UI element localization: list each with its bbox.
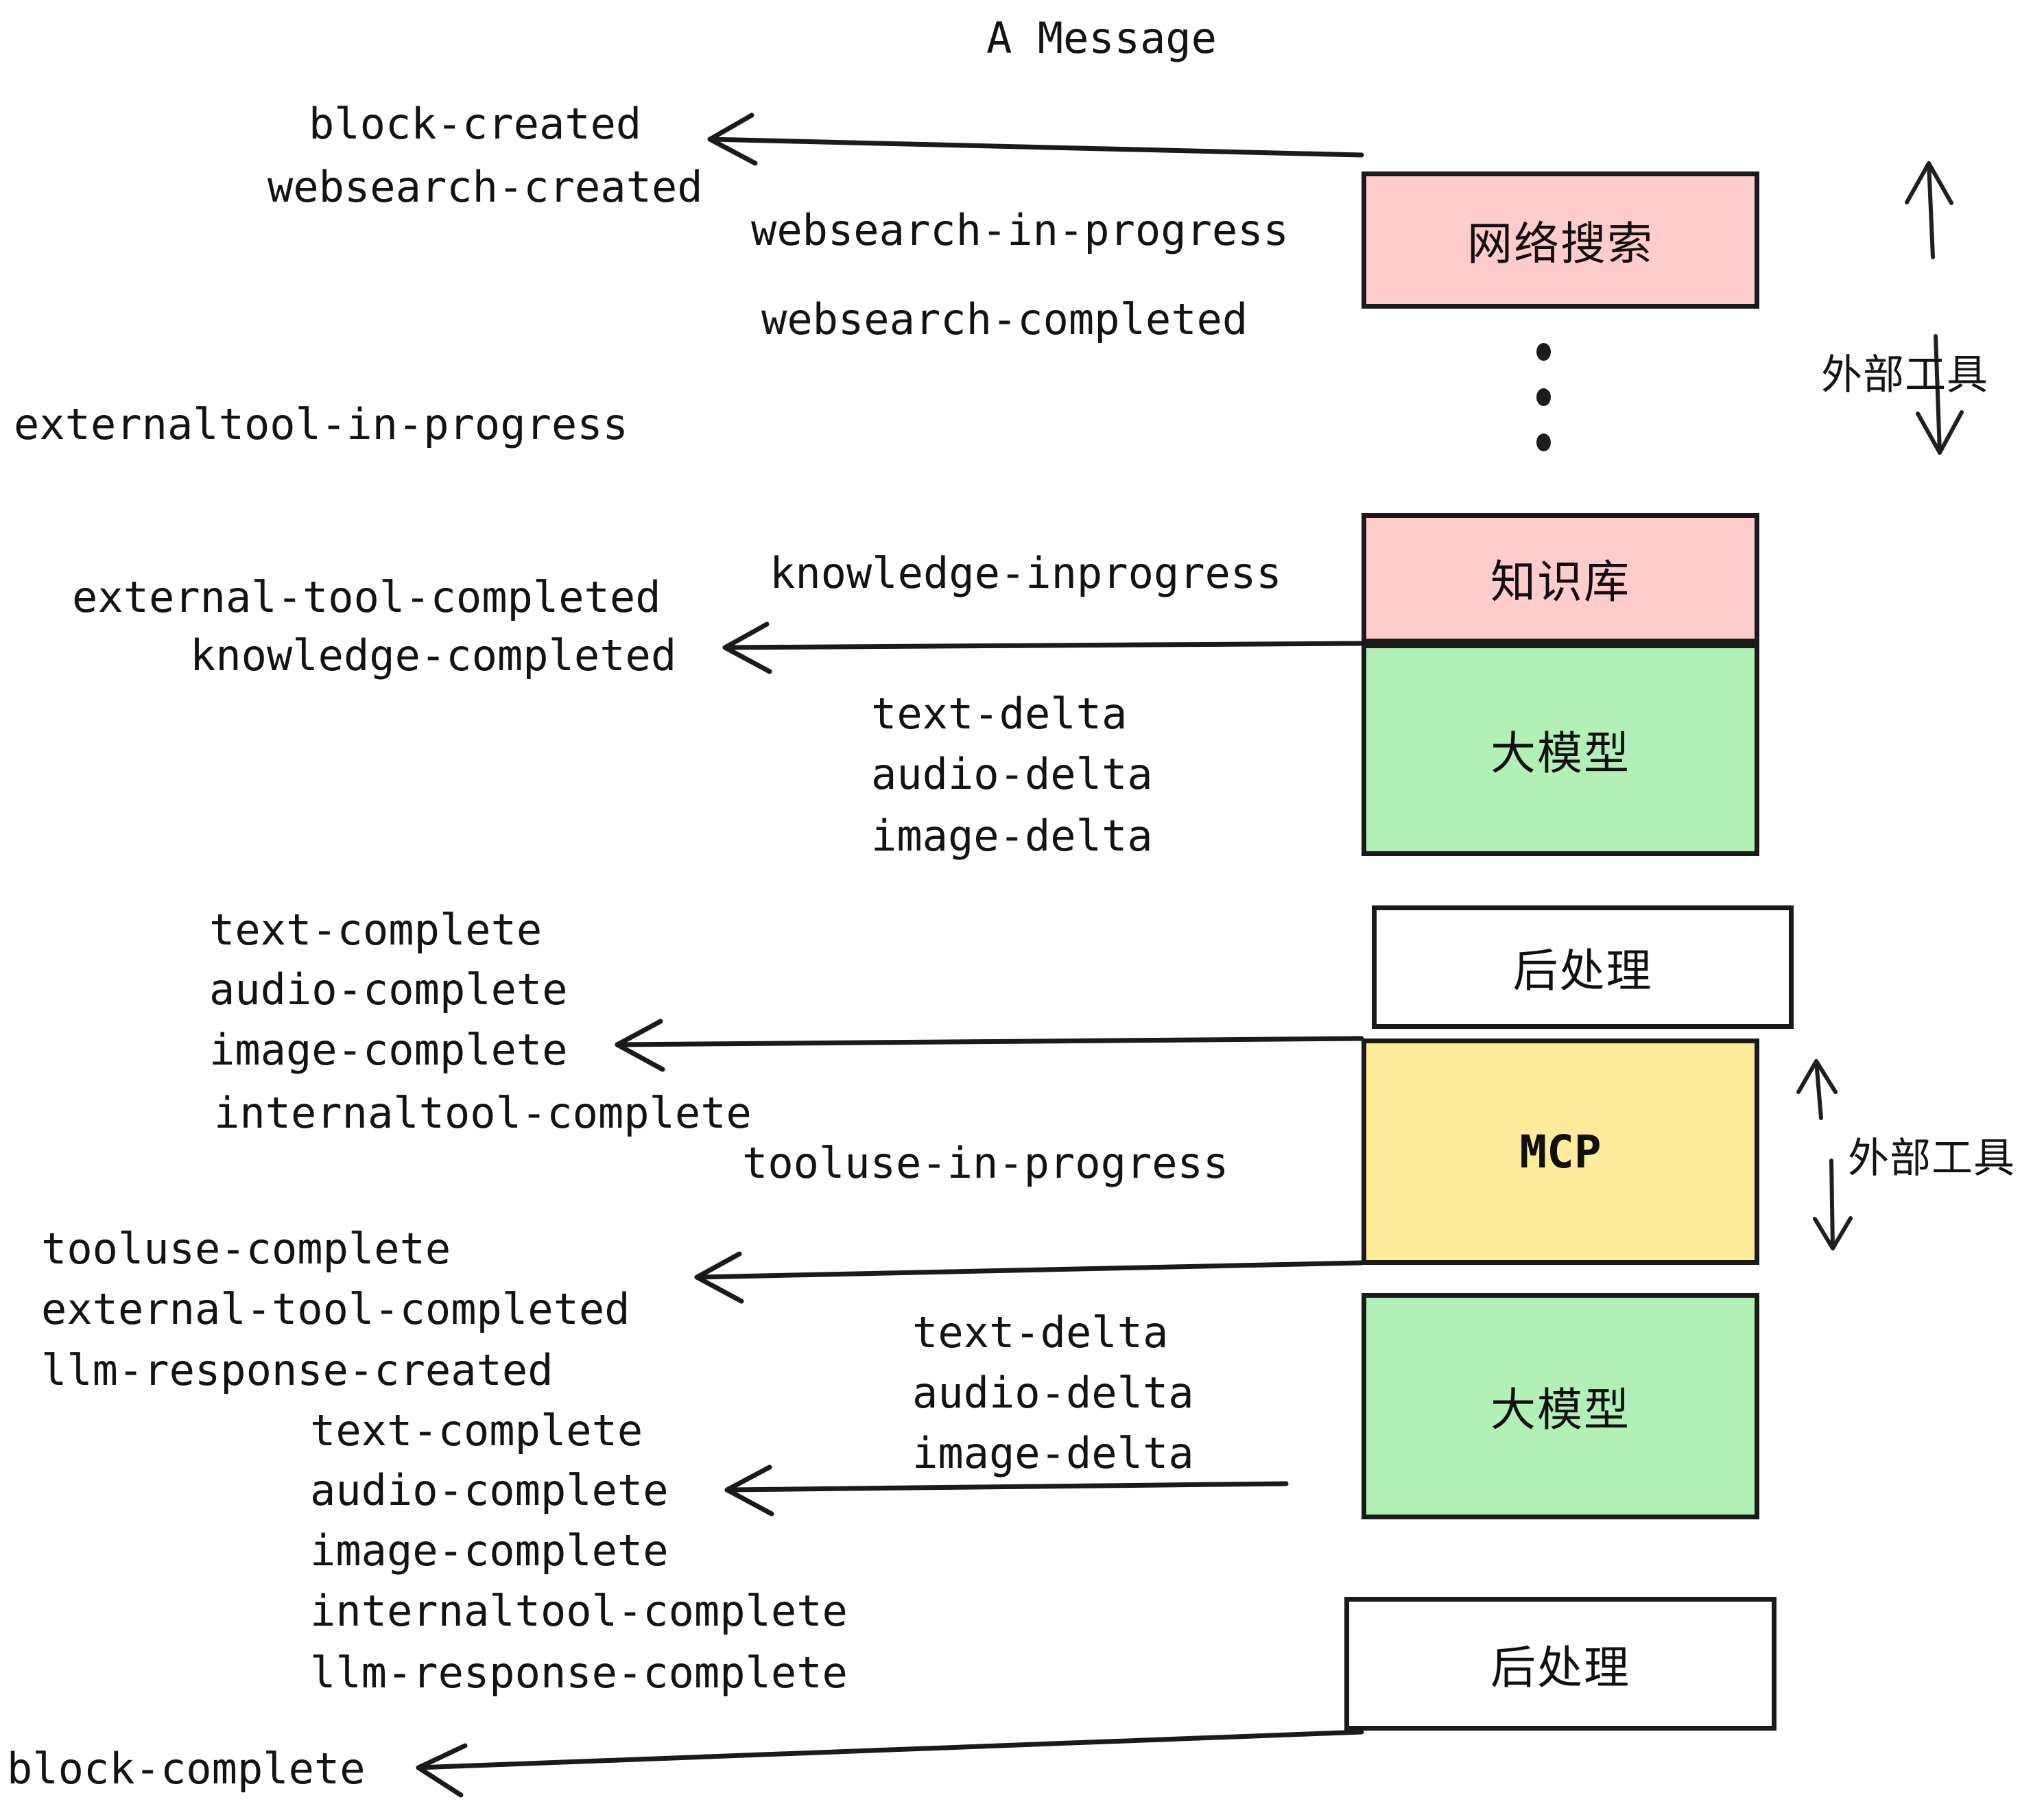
side-label-external-tools-bottom: 外部工具 xyxy=(1848,1135,2015,1183)
event-audio-complete-1: audio-complete xyxy=(209,964,568,1014)
node-llm-2[interactable]: 大模型 xyxy=(1362,1293,1759,1519)
ellipsis-dot-1 xyxy=(1536,343,1551,361)
external-tools-bracket-top xyxy=(1905,161,1964,455)
node-postprocess-1[interactable]: 后处理 xyxy=(1372,905,1794,1029)
event-external-tool-completed-1: external-tool-completed xyxy=(72,572,661,622)
node-mcp[interactable]: MCP xyxy=(1362,1039,1759,1265)
event-block-created: block-created xyxy=(309,99,642,149)
event-text-delta-2: text-delta xyxy=(912,1307,1169,1357)
external-tools-bracket-bottom xyxy=(1796,1059,1853,1250)
event-llm-response-complete: llm-response-complete xyxy=(310,1648,848,1698)
event-audio-delta-1: audio-delta xyxy=(871,749,1153,799)
event-externaltool-in-progress: externaltool-in-progress xyxy=(14,399,628,449)
event-text-delta-1: text-delta xyxy=(871,689,1128,739)
node-postprocess-1-label: 后处理 xyxy=(1512,945,1653,997)
event-audio-delta-2: audio-delta xyxy=(912,1368,1194,1418)
event-image-complete-2: image-complete xyxy=(310,1526,669,1576)
event-image-delta-2: image-delta xyxy=(912,1428,1194,1478)
event-text-complete-2: text-complete xyxy=(310,1405,643,1456)
event-tooluse-in-progress: tooluse-in-progress xyxy=(742,1138,1229,1188)
ellipsis-dot-2 xyxy=(1536,388,1551,406)
node-websearch-label: 网络搜索 xyxy=(1467,217,1654,270)
node-postprocess-2[interactable]: 后处理 xyxy=(1344,1597,1776,1731)
event-knowledge-completed: knowledge-completed xyxy=(190,630,677,680)
node-llm-1-label: 大模型 xyxy=(1490,727,1630,780)
node-knowledge[interactable]: 知识库 xyxy=(1362,513,1759,643)
node-mcp-label: MCP xyxy=(1519,1125,1602,1178)
arrow-websearch-to-created xyxy=(707,112,1364,166)
event-websearch-in-progress: websearch-in-progress xyxy=(751,205,1289,255)
page-title: A Message xyxy=(986,13,1217,63)
ellipsis-dot-3 xyxy=(1536,434,1551,451)
arrow-postprocess-to-image-complete xyxy=(615,1019,1364,1072)
event-llm-response-created: llm-response-created xyxy=(41,1345,554,1395)
event-tooluse-complete: tooluse-complete xyxy=(41,1224,451,1274)
arrow-knowledge-to-completed xyxy=(722,621,1364,674)
arrow-mcp-to-tooluse-complete xyxy=(694,1251,1364,1304)
event-image-complete-1: image-complete xyxy=(209,1025,568,1075)
node-llm-2-label: 大模型 xyxy=(1490,1384,1630,1436)
event-block-complete: block-complete xyxy=(7,1744,366,1794)
node-websearch[interactable]: 网络搜索 xyxy=(1362,171,1759,309)
event-websearch-created: websearch-created xyxy=(268,162,703,212)
event-text-complete-1: text-complete xyxy=(209,905,543,955)
event-knowledge-inprogress: knowledge-inprogress xyxy=(770,548,1282,598)
event-image-delta-1: image-delta xyxy=(871,811,1153,861)
event-internaltool-complete-1: internaltool-complete xyxy=(214,1088,752,1138)
event-websearch-completed: websearch-completed xyxy=(761,294,1248,344)
node-postprocess-2-label: 后处理 xyxy=(1490,1641,1630,1694)
vertical-ellipsis xyxy=(1536,343,1551,479)
event-external-tool-completed-2: external-tool-completed xyxy=(41,1284,630,1334)
event-audio-complete-2: audio-complete xyxy=(310,1465,669,1515)
arrow-postprocess2-to-block-complete xyxy=(416,1729,1364,1798)
node-llm-1[interactable]: 大模型 xyxy=(1362,643,1759,856)
side-label-external-tools-top: 外部工具 xyxy=(1821,351,1988,399)
event-internaltool-complete-2: internaltool-complete xyxy=(310,1586,848,1636)
node-knowledge-label: 知识库 xyxy=(1490,556,1630,608)
